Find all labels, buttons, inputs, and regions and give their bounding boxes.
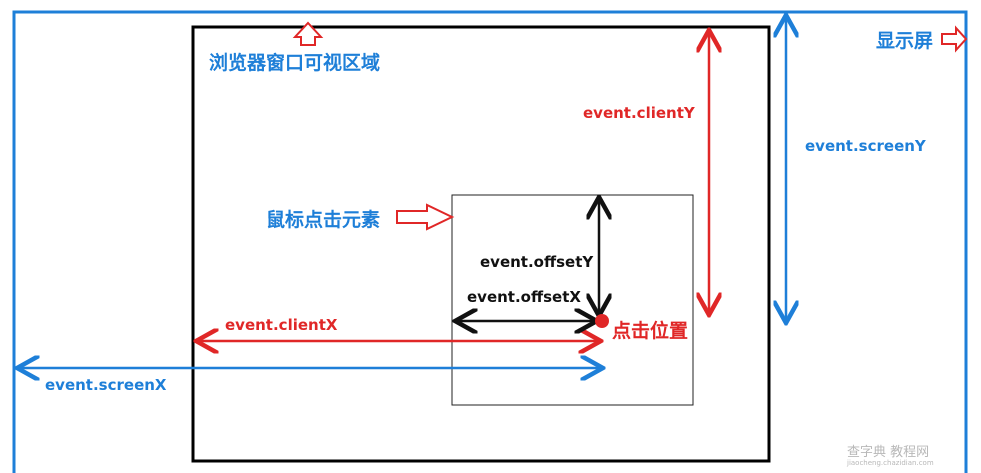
watermark-sub: jiaocheng.chazidian.com bbox=[847, 459, 934, 467]
screen-label: 显示屏 bbox=[876, 30, 934, 52]
click-position-label: 点击位置 bbox=[612, 320, 689, 342]
clicked-element-box bbox=[451, 194, 694, 406]
clicked-element-label: 鼠标点击元素 bbox=[266, 209, 381, 231]
watermark-main: 查字典 教程网 bbox=[847, 445, 930, 460]
element-pointer-arrow bbox=[396, 203, 455, 231]
client-x-label: event.clientX bbox=[225, 316, 338, 334]
screen-x-label: event.screenX bbox=[45, 376, 167, 394]
client-y-label: event.clientY bbox=[583, 104, 695, 122]
browser-pointer-arrow bbox=[292, 21, 324, 46]
browser-viewport-frame bbox=[191, 25, 771, 463]
click-point-dot bbox=[595, 314, 609, 328]
browser-viewport-label: 浏览器窗口可视区域 bbox=[209, 52, 381, 74]
screen-frame bbox=[12, 10, 968, 473]
screen-y-label: event.screenY bbox=[805, 137, 926, 155]
offset-x-label: event.offsetX bbox=[467, 288, 581, 306]
offset-y-label: event.offsetY bbox=[480, 253, 594, 271]
screen-pointer-arrow bbox=[941, 25, 968, 53]
